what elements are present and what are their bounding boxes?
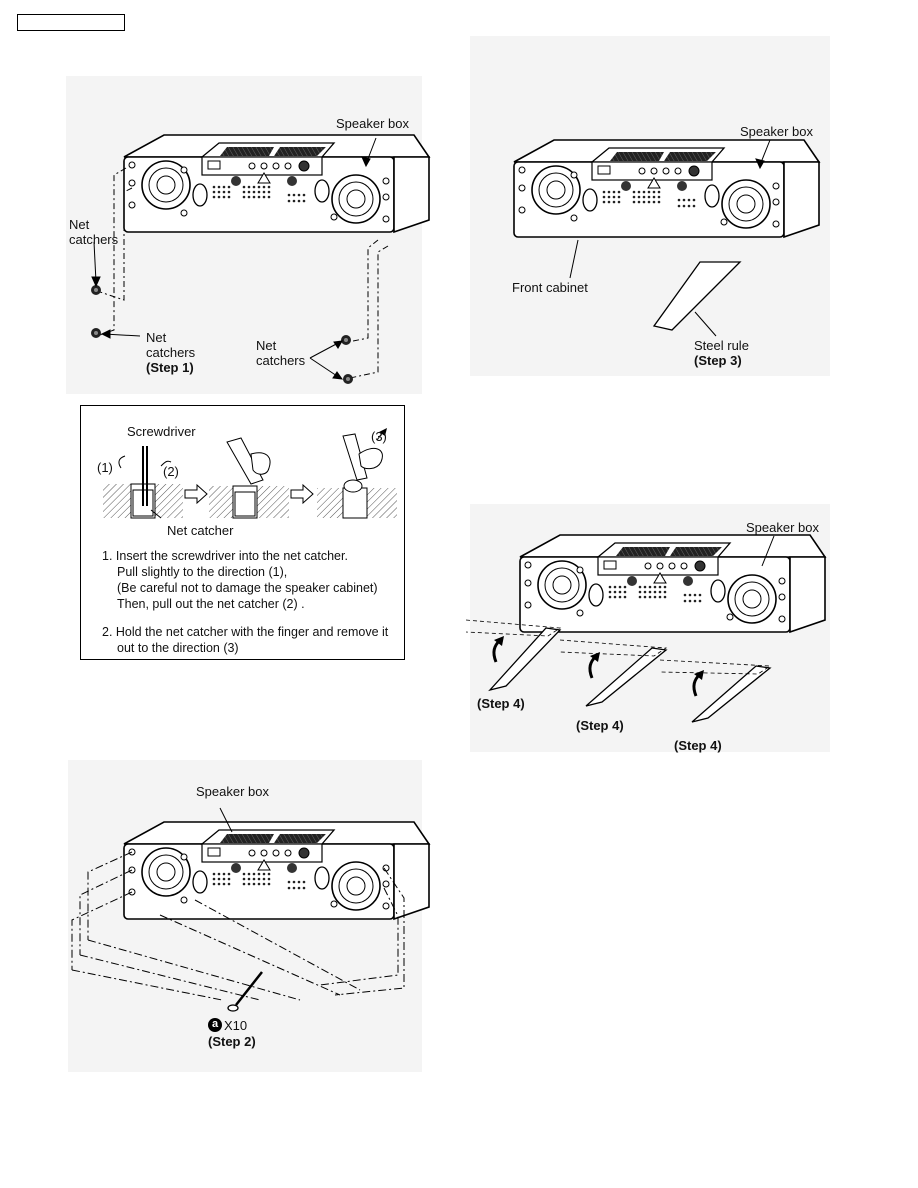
fig2-speaker-box [123,821,430,920]
fig3-speaker-box [513,139,820,238]
fig3-steel-rule [652,261,742,337]
document-header-box [17,14,125,31]
fig4-speaker-box [519,534,826,633]
fig2-speaker-box-label: Speaker box [196,784,269,799]
fig4-step-label-a: (Step 4) [477,696,525,711]
fig4-steel-rules [465,619,772,723]
screwdriver-label: Screwdriver [127,424,196,439]
fig4-step-label-c: (Step 4) [674,738,722,753]
fig4-speaker-box-label: Speaker box [746,520,819,535]
screw-a-badge: a [208,1018,222,1032]
fig1-net-catchers-label-c2: catchers [256,353,306,368]
instruction-line-5: 2. Hold the net catcher with the finger … [102,625,389,639]
instruction-line-6: out to the direction (3) [117,641,239,655]
net-catcher-label: Net catcher [167,523,234,538]
fig3-arrows [569,139,771,279]
fig1-background [66,76,422,394]
fig4-step-label-b: (Step 4) [576,718,624,733]
fig1-speaker-box [123,134,430,233]
fig1-net-catchers [91,285,353,384]
direction-3-label: (3) [371,429,387,444]
fig4-curved-arrows [492,636,704,697]
fig2-leader-lines [71,851,405,1001]
fig1-step-label: (Step 1) [146,360,194,375]
fig1-net-catchers-label-c1: Net [256,338,277,353]
fig1-speaker-box-label: Speaker box [336,116,409,131]
instruction-line-2: Pull slightly to the direction (1), [117,565,288,579]
net-catcher-instruction-box: Screwdriver (1) (2) (3) Net catcher 1. I… [80,405,405,660]
steel-rule-label: Steel rule [694,338,749,353]
fig3-speaker-box-label: Speaker box [740,124,813,139]
fig1-net-catchers-label-a: Net catchers [69,217,119,247]
fig3-step-label: (Step 3) [694,353,742,368]
instruction-diagram [103,428,397,519]
instruction-line-3: (Be careful not to damage the speaker ca… [117,581,378,595]
fig2-step-label: (Step 2) [208,1034,256,1049]
screw-count-label: X10 [224,1018,248,1033]
fig4-arrow [761,535,775,567]
fig1-net-catchers-label-b2: catchers [146,345,196,360]
instruction-line-4: Then, pull out the net catcher (2) . [117,597,305,611]
front-cabinet-label: Front cabinet [512,280,588,295]
fig1-arrows [91,137,377,380]
direction-1-label: (1) [97,460,113,475]
instruction-line-1: 1. Insert the screwdriver into the net c… [102,549,348,563]
direction-2-label: (2) [163,464,179,479]
fig1-net-catchers-label-b1: Net [146,330,167,345]
fig2-arrow [219,807,233,833]
fig2-screw [227,971,263,1012]
